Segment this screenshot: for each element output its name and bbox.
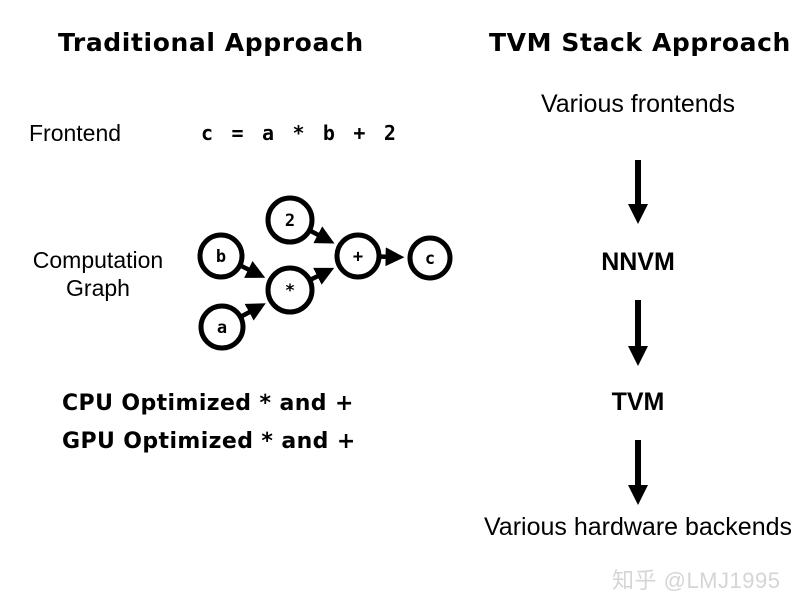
left-column-title: Traditional Approach (58, 28, 364, 57)
code-expression: c = a * b + 2 (201, 121, 400, 145)
graph-edge (380, 247, 405, 267)
graph-node-add (334, 232, 382, 280)
watermark-text: 知乎 @LMJ1995 (612, 568, 781, 593)
arrow-frontends-nnvm-head (628, 204, 648, 224)
graph-node-label-a: a (217, 318, 227, 338)
graph-node-label-b: b (216, 247, 226, 267)
stage-label-backends: Various hardware backends (483, 513, 793, 541)
graph-node-label-two: 2 (285, 211, 295, 231)
graph-node-a (198, 303, 246, 351)
gpu-optimized-line: GPU Optimized * and + (62, 429, 356, 454)
graph-node-label-mul: * (285, 281, 295, 301)
frontend-label: Frontend (29, 120, 122, 146)
right-column-title: TVM Stack Approach (489, 28, 791, 57)
stage-label-nnvm: NNVM (601, 248, 675, 276)
graph-node-b (197, 232, 245, 280)
graph-edge (240, 260, 266, 278)
graph-edge (310, 267, 335, 285)
cpu-optimized-line: CPU Optimized * and + (62, 391, 354, 416)
graph-edge (241, 303, 266, 321)
graph-node-two (265, 195, 315, 245)
computation-graph-nodes: 2 b a * + c (197, 195, 453, 351)
graph-node-label-c: c (425, 249, 435, 269)
computation-graph-label: Computation Graph (32, 247, 164, 302)
graph-node-mul (265, 265, 315, 315)
computation-graph-edges (240, 226, 405, 321)
graph-node-c (407, 235, 453, 281)
stage-label-tvm: TVM (611, 388, 665, 416)
arrow-nnvm-tvm-head (628, 346, 648, 366)
arrow-tvm-backends-head (628, 485, 648, 505)
graph-edge (310, 226, 335, 244)
stage-label-frontends: Various frontends (540, 90, 736, 118)
computation-graph-diagram: 2 b a * + c (197, 195, 453, 351)
graph-node-label-add: + (353, 247, 363, 267)
